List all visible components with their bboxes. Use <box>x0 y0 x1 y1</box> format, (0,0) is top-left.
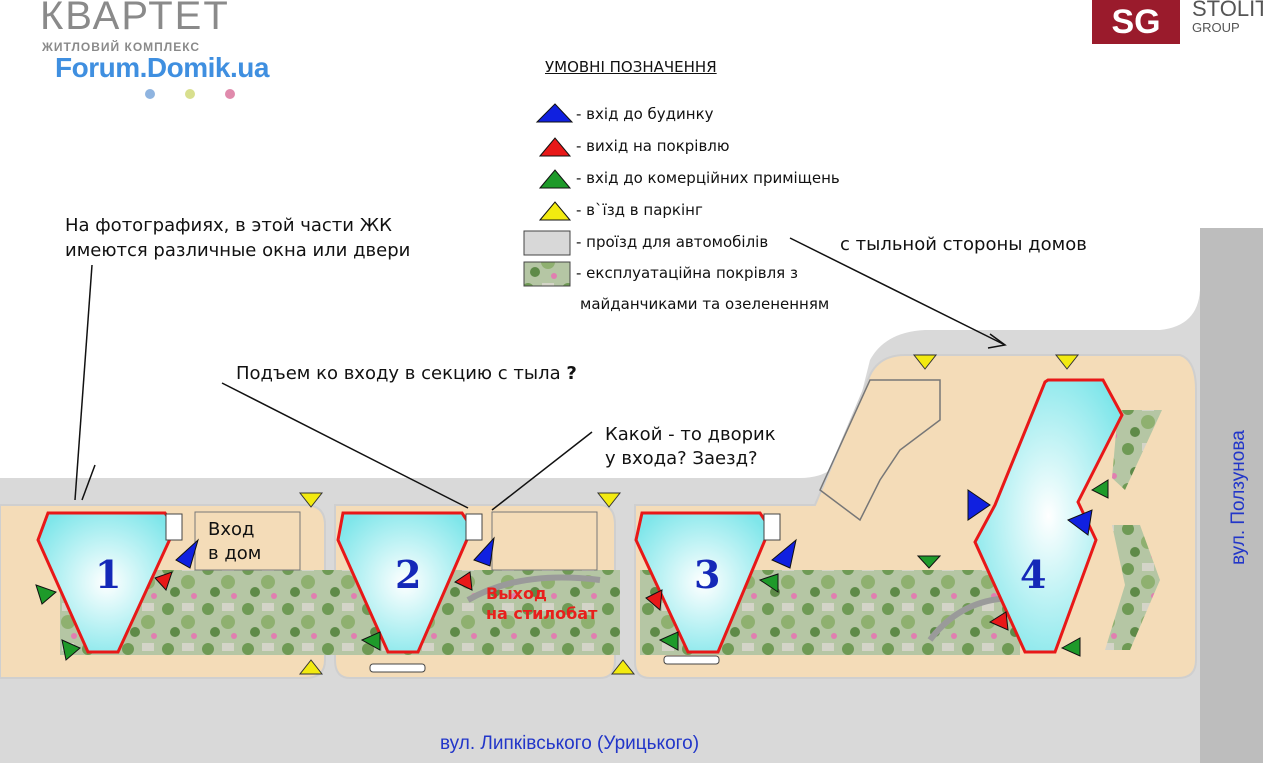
building-3-number: 3 <box>694 552 721 597</box>
blue-arrow-icon <box>535 103 574 123</box>
grey-swatch-icon <box>523 230 571 256</box>
photos-note-line2: имеются различные окна или двери <box>65 240 411 261</box>
legend-title: УМОВНІ ПОЗНАЧЕННЯ <box>545 58 717 76</box>
entry-label-line2: в дом <box>208 543 262 564</box>
yard-note-line2: у входа? Заезд? <box>605 448 758 469</box>
exit-label-line1: Выход <box>486 584 547 603</box>
rise-note: Подъем ко входу в секцию с тыла ? <box>236 363 577 384</box>
green-arrow-icon <box>538 169 572 189</box>
stair-marks <box>165 513 781 673</box>
street-name-bottom: вул. Липківського (Урицького) <box>440 733 700 754</box>
stylobate-exit-label: Выход на стилобат <box>486 584 597 624</box>
yellow-arrow-icon <box>538 201 572 221</box>
complex-logo-subtitle: ЖИТЛОВИЙ КОМПЛЕКС <box>42 40 201 54</box>
building-2-shape <box>336 511 474 654</box>
entry-label-line1: Вход <box>208 519 255 540</box>
legend-item-parking: - в`їзд в паркінг <box>576 201 703 219</box>
buildings <box>36 378 1124 654</box>
street-name-right: вул. Ползунова <box>1228 430 1249 565</box>
parking-entry-markers <box>298 354 1080 675</box>
building-2-number: 2 <box>395 552 422 597</box>
brand-group: GROUP <box>1192 20 1240 35</box>
green-swatch-icon <box>523 261 571 287</box>
legend-item-commercial: - вхід до комерційних приміщень <box>576 169 840 187</box>
leader-lines <box>74 237 1007 511</box>
rise-question: ? <box>566 363 577 384</box>
building-4-shape <box>973 378 1124 654</box>
rear-side-note: с тыльной стороны домов <box>840 234 1087 255</box>
red-arrow-icon <box>538 137 572 157</box>
legend-icons <box>523 103 574 287</box>
commercial-entry-markers <box>35 479 1109 661</box>
building-4-number: 4 <box>1020 552 1047 597</box>
entry-area-2 <box>491 511 598 571</box>
entry-area-1 <box>194 511 301 571</box>
house-entry-markers <box>175 489 1093 569</box>
brand-logo: SG <box>1092 0 1180 44</box>
legend-item-roof-exit: - вихід на покрівлю <box>576 137 730 155</box>
entry-label: Вход в дом <box>208 518 261 566</box>
complex-logo-title: КВАРТЕТ <box>40 0 230 38</box>
courtyard-outline <box>819 379 941 522</box>
roof-exit-markers <box>154 571 1009 631</box>
building-3-shape <box>634 511 772 654</box>
yard-note-line1: Какой - то дворик <box>605 424 776 445</box>
watermark-text: Forum.Domik.ua <box>55 52 269 83</box>
legend-item-entry: - вхід до будинку <box>576 105 714 123</box>
building-1-number: 1 <box>95 552 122 597</box>
exit-label-line2: на стилобат <box>486 604 598 623</box>
legend-item-driveway: - проїзд для автомобілів <box>576 233 769 251</box>
building-1-shape <box>36 511 177 654</box>
logo-dots <box>145 86 265 102</box>
legend-item-green-roof-cont: майданчиками та озелененням <box>580 295 830 313</box>
brand-name: STOLIT <box>1192 0 1263 21</box>
legend-item-green-roof: - експлуатаційна покрівля з <box>576 264 798 282</box>
photos-note-line1: На фотографиях, в этой части ЖК <box>65 215 392 236</box>
